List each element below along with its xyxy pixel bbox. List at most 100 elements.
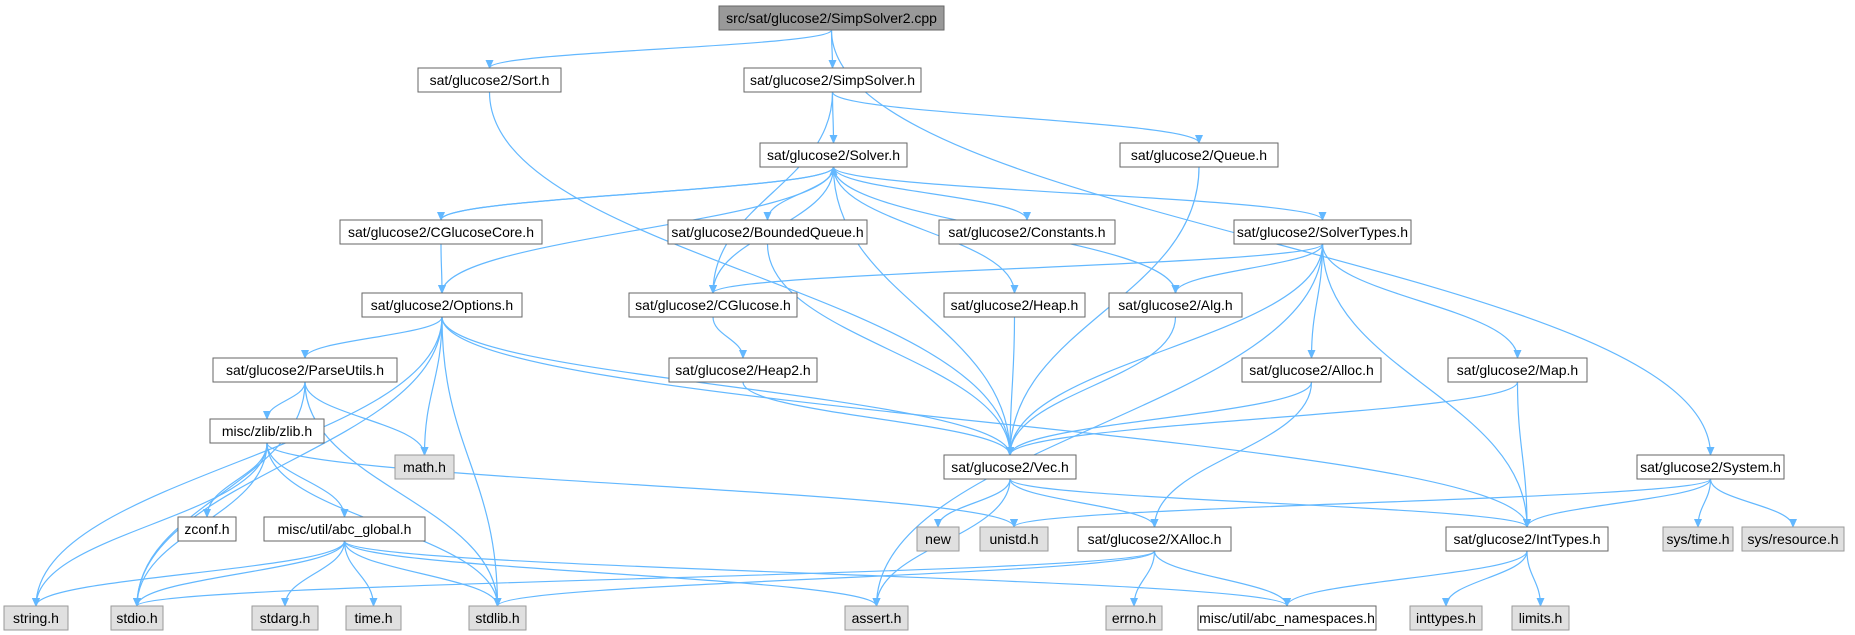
- node-box: [212, 357, 398, 383]
- edge-abcglobal-to-stdlib: [343, 540, 502, 607]
- edge-line: [1009, 478, 1159, 528]
- edge-boundedqueue-to-vec: [766, 243, 1014, 456]
- edge-line: [1526, 550, 1545, 607]
- edge-inttypes_h-to-namespaces: [1283, 550, 1528, 607]
- node-box: [1741, 526, 1845, 552]
- node-label: string.h: [13, 610, 59, 626]
- node-constants[interactable]: sat/glucose2/Constants.h: [938, 219, 1116, 245]
- node-sysresource: sys/resource.h: [1741, 526, 1845, 552]
- edge-line: [133, 550, 1156, 607]
- node-map[interactable]: sat/glucose2/Map.h: [1447, 357, 1588, 383]
- node-heap[interactable]: sat/glucose2/Heap.h: [943, 292, 1086, 318]
- edges-layer: [32, 29, 1797, 607]
- edge-line: [832, 166, 1031, 221]
- node-label: sat/glucose2/SimpSolver.h: [750, 72, 915, 88]
- node-alloc[interactable]: sat/glucose2/Alloc.h: [1241, 357, 1382, 383]
- node-queue[interactable]: sat/glucose2/Queue.h: [1119, 142, 1279, 168]
- edge-line: [1130, 550, 1156, 607]
- edge-solvertypes-to-cglucose: [709, 243, 1324, 294]
- edge-line: [441, 316, 1014, 456]
- node-system[interactable]: sat/glucose2/System.h: [1636, 454, 1785, 480]
- node-xalloc[interactable]: sat/glucose2/XAlloc.h: [1077, 526, 1232, 552]
- node-label: sat/glucose2/System.h: [1640, 459, 1781, 475]
- edge-xalloc-to-stdlib: [493, 550, 1156, 607]
- edge-abcglobal-to-stdarg: [281, 540, 346, 607]
- edge-heap-to-vec: [1006, 316, 1016, 456]
- edge-abcglobal-to-stdio: [133, 540, 346, 607]
- edge-map-to-vec: [1006, 381, 1519, 456]
- node-label: sat/glucose2/XAlloc.h: [1088, 531, 1222, 547]
- edge-line: [301, 316, 443, 359]
- node-alg[interactable]: sat/glucose2/Alg.h: [1108, 292, 1243, 318]
- edge-line: [281, 540, 346, 607]
- edge-line: [32, 540, 346, 607]
- edge-line: [263, 381, 306, 420]
- edge-line: [1709, 478, 1797, 528]
- node-stdlib: stdlib.h: [468, 605, 527, 631]
- node-box: [209, 418, 325, 444]
- edge-line: [304, 381, 502, 607]
- edge-line: [709, 243, 1324, 294]
- node-namespaces[interactable]: misc/util/abc_namespaces.h: [1197, 605, 1377, 631]
- node-zlib[interactable]: misc/zlib/zlib.h: [209, 418, 325, 444]
- node-box: [361, 292, 523, 318]
- node-vec[interactable]: sat/glucose2/Vec.h: [943, 454, 1077, 480]
- node-parseutils[interactable]: sat/glucose2/ParseUtils.h: [212, 357, 398, 383]
- edge-cglucosecore-to-options: [437, 243, 446, 294]
- node-box: [943, 292, 1086, 318]
- node-box: [1197, 605, 1377, 631]
- node-boundedqueue[interactable]: sat/glucose2/BoundedQueue.h: [667, 219, 868, 245]
- node-label: sys/time.h: [1666, 531, 1729, 547]
- node-stdio: stdio.h: [110, 605, 164, 631]
- edge-line: [485, 29, 833, 69]
- node-box: [628, 292, 798, 318]
- edge-parseutils-to-zlib: [263, 381, 306, 420]
- node-root[interactable]: src/sat/glucose2/SimpSolver2.cpp: [718, 5, 945, 31]
- edge-xalloc-to-errno: [1130, 550, 1156, 607]
- node-box: [339, 219, 543, 245]
- node-label: sat/glucose2/CGlucose.h: [635, 297, 791, 313]
- node-box: [3, 605, 69, 631]
- node-cglucose[interactable]: sat/glucose2/CGlucose.h: [628, 292, 798, 318]
- edge-line: [934, 478, 1011, 528]
- node-box: [1241, 357, 1382, 383]
- node-label: sat/glucose2/SolverTypes.h: [1237, 224, 1408, 240]
- node-solver[interactable]: sat/glucose2/Solver.h: [759, 142, 908, 168]
- node-sort[interactable]: sat/glucose2/Sort.h: [417, 67, 562, 93]
- node-simpsolver[interactable]: sat/glucose2/SimpSolver.h: [743, 67, 922, 93]
- edge-line: [437, 243, 446, 294]
- edge-line: [832, 166, 1327, 221]
- edge-line: [766, 243, 1014, 456]
- edge-solver-to-heap: [832, 166, 1019, 294]
- edge-line: [832, 166, 1014, 456]
- node-label: sat/glucose2/Map.h: [1457, 362, 1578, 378]
- edge-line: [32, 442, 268, 607]
- edge-options-to-math: [420, 316, 443, 456]
- edge-line: [1321, 243, 1522, 359]
- node-solvertypes[interactable]: sat/glucose2/SolverTypes.h: [1233, 219, 1412, 245]
- edge-alloc-to-vec: [1006, 381, 1313, 456]
- node-box: [667, 219, 868, 245]
- node-abcglobal[interactable]: misc/util/abc_global.h: [263, 516, 426, 542]
- node-label: sat/glucose2/BoundedQueue.h: [671, 224, 863, 240]
- edge-line: [1307, 243, 1324, 359]
- node-box: [345, 605, 402, 631]
- node-box: [1105, 605, 1163, 631]
- node-heap2[interactable]: sat/glucose2/Heap2.h: [668, 357, 818, 383]
- node-zconf[interactable]: zconf.h: [177, 516, 237, 542]
- node-inttypes_h[interactable]: sat/glucose2/IntTypes.h: [1445, 526, 1609, 552]
- node-box: [844, 605, 909, 631]
- edge-line: [1153, 550, 1291, 607]
- edge-line: [304, 381, 429, 456]
- node-limits: limits.h: [1511, 605, 1570, 631]
- edge-line: [133, 316, 443, 607]
- node-cglucosecore[interactable]: sat/glucose2/CGlucoseCore.h: [339, 219, 543, 245]
- edge-simpsolver-to-cglucose: [709, 91, 834, 294]
- node-box: [979, 526, 1049, 552]
- node-options[interactable]: sat/glucose2/Options.h: [361, 292, 523, 318]
- edge-parseutils-to-stdlib: [304, 381, 502, 607]
- node-label: sat/glucose2/Solver.h: [767, 147, 900, 163]
- edge-solvertypes-to-alg: [1171, 243, 1324, 294]
- edge-zlib-to-string: [32, 442, 268, 607]
- node-label: unistd.h: [989, 531, 1038, 547]
